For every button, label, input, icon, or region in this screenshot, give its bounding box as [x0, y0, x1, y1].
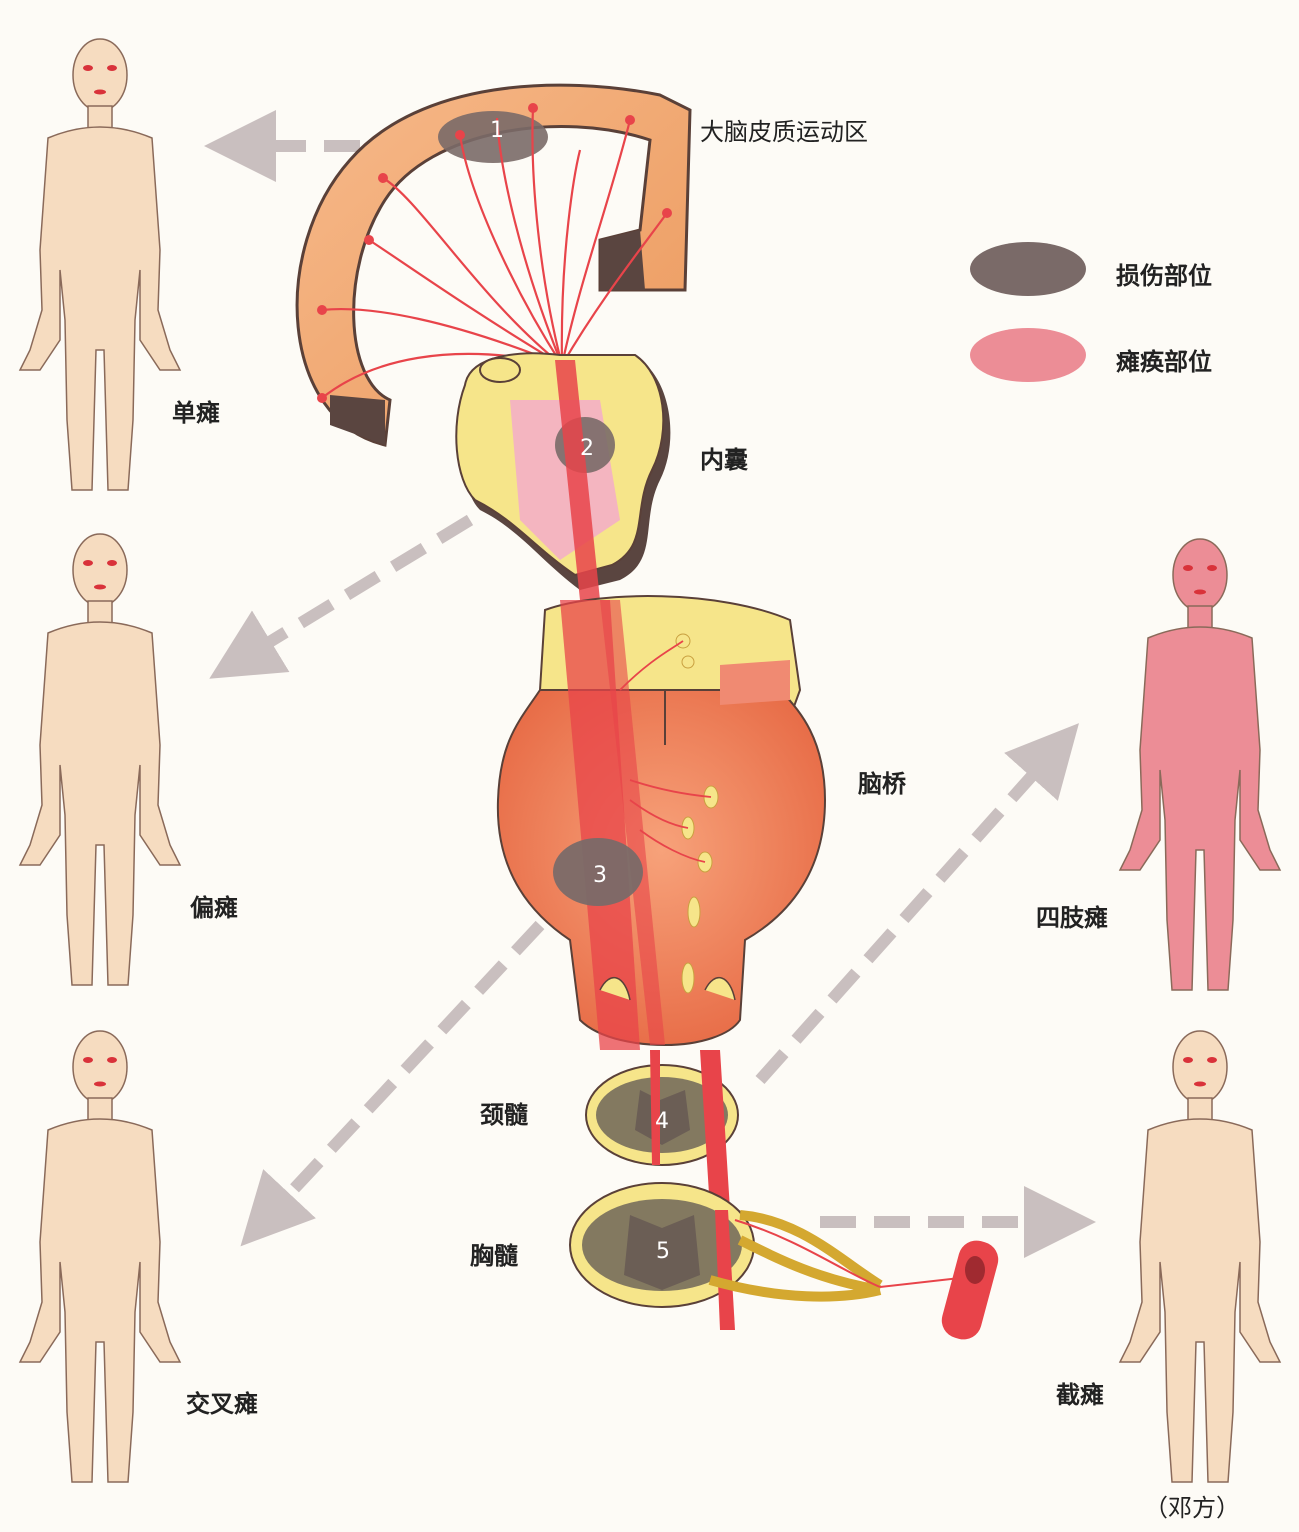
legend-swatch-paralysis — [970, 328, 1086, 382]
label-paraplegia: 截瘫 — [1056, 1381, 1104, 1409]
internal-capsule — [455, 352, 671, 600]
cervical-cord — [585, 1050, 739, 1210]
figure-paraplegia — [1119, 1030, 1281, 1483]
label-monoplegia: 单瘫 — [172, 399, 220, 427]
corticospinal-fibers — [321, 107, 668, 399]
label-cortex: 大脑皮质运动区 — [700, 118, 868, 146]
lesion-number-3: 3 — [593, 863, 607, 888]
label-internal-capsule: 内囊 — [700, 446, 748, 474]
legend-label-lesion: 损伤部位 — [1116, 262, 1212, 290]
fiber-dots — [317, 103, 672, 403]
label-hemiplegia: 偏瘫 — [190, 894, 238, 922]
label-quadriplegia: 四肢瘫 — [1036, 904, 1108, 932]
lesion-3 — [553, 838, 643, 906]
figure-hemiplegia — [19, 533, 181, 986]
cortex-arc — [295, 83, 692, 447]
arrow-quadriplegia — [755, 723, 1079, 1084]
muscle — [941, 1240, 999, 1340]
lesion-number-4: 4 — [655, 1109, 669, 1134]
lesion-1 — [438, 111, 548, 163]
thoracic-cord — [569, 1182, 999, 1340]
legend-swatch-lesion — [970, 242, 1086, 296]
lesion-number-2: 2 — [580, 436, 594, 461]
arrow-hemiplegia — [209, 514, 474, 679]
lesion-number-1: 1 — [490, 118, 504, 143]
lesion-number-5: 5 — [656, 1239, 670, 1264]
credit: （邓方） — [1144, 1494, 1240, 1522]
figure-crossed — [19, 1030, 181, 1483]
pons — [496, 595, 827, 1050]
legend-label-paralysis: 瘫痪部位 — [1116, 348, 1212, 376]
label-crossed: 交叉瘫 — [186, 1390, 258, 1418]
label-thoracic-cord: 胸髓 — [470, 1242, 518, 1270]
label-cervical-cord: 颈髓 — [480, 1101, 528, 1129]
label-pons: 脑桥 — [858, 770, 906, 798]
figure-quadriplegia — [1119, 538, 1281, 991]
arrow-crossed — [240, 920, 545, 1247]
lesion-numbers: 1 2 3 4 5 — [490, 118, 670, 1264]
